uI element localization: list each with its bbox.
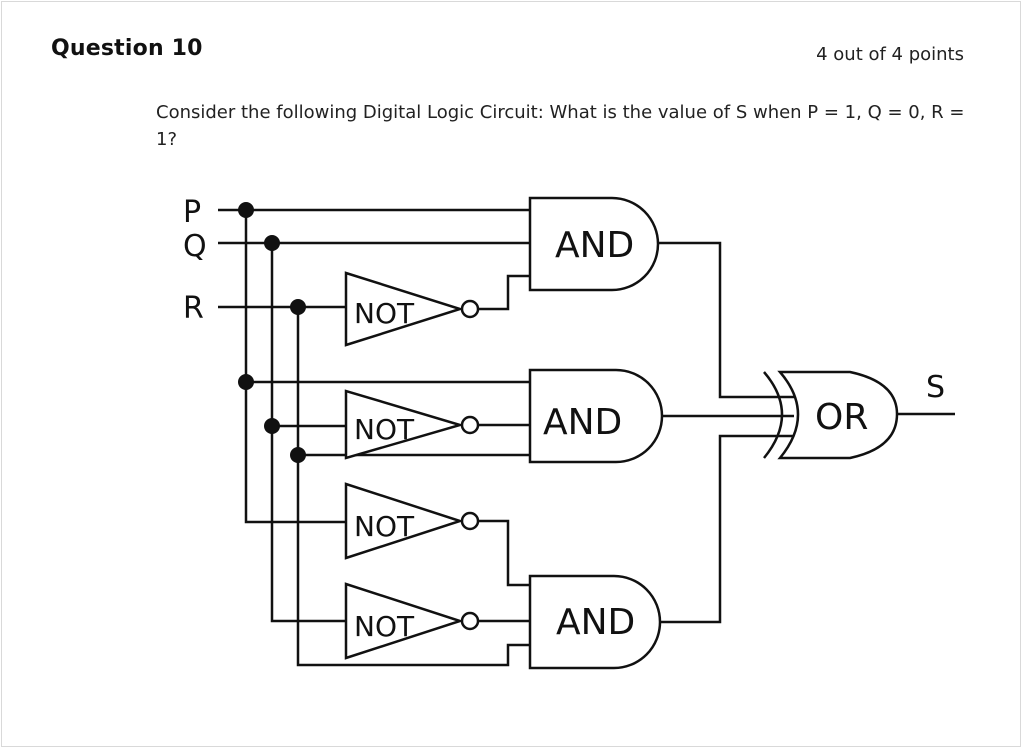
junction-dot [264,235,280,251]
not-gate-4-label: NOT [354,610,415,643]
bus-r [296,307,530,667]
input-label-p: P [183,195,201,230]
input-label-r: R [183,291,204,326]
junction-dot [290,447,306,463]
not-gate-3-bubble [460,511,480,531]
output-label-s: S [926,370,945,405]
or-gate-label: OR [815,397,868,438]
wire-and3-to-or [660,434,794,624]
or-gate-back-curve [763,371,784,459]
not-gate-3 [344,482,465,560]
and-gate-2-label: AND [543,402,622,443]
not-gate-2-label: NOT [354,413,415,446]
not-gate-1-label: NOT [354,297,415,330]
not-gate-4 [344,582,465,660]
not-gate-2-bubble [460,415,480,435]
and-gate-1 [528,196,660,292]
not-gate-2 [344,389,465,460]
not-gate-4-bubble [460,611,480,631]
question-points: 4 out of 4 points [816,44,964,65]
bus-q [270,243,346,623]
bus-p [244,210,346,524]
junction-dot [290,299,306,315]
or-gate [777,370,899,460]
and-gate-3-label: AND [556,602,635,643]
not-gate-1 [344,271,465,347]
and-gate-2 [528,368,664,464]
and-gate-3 [528,574,662,670]
not-gate-1-bubble [460,299,480,319]
wire-not1-to-and1 [478,274,530,311]
wire-and1-to-or [658,241,794,399]
junction-dot [238,202,254,218]
and-gate-1-label: AND [555,225,634,266]
junction-dot [264,418,280,434]
question-title: Question 10 [51,36,203,61]
junction-dot [238,374,254,390]
input-label-q: Q [183,229,207,264]
not-gate-3-label: NOT [354,510,415,543]
wire-not3-to-and3 [478,519,530,587]
question-text: Consider the following Digital Logic Cir… [156,102,965,150]
